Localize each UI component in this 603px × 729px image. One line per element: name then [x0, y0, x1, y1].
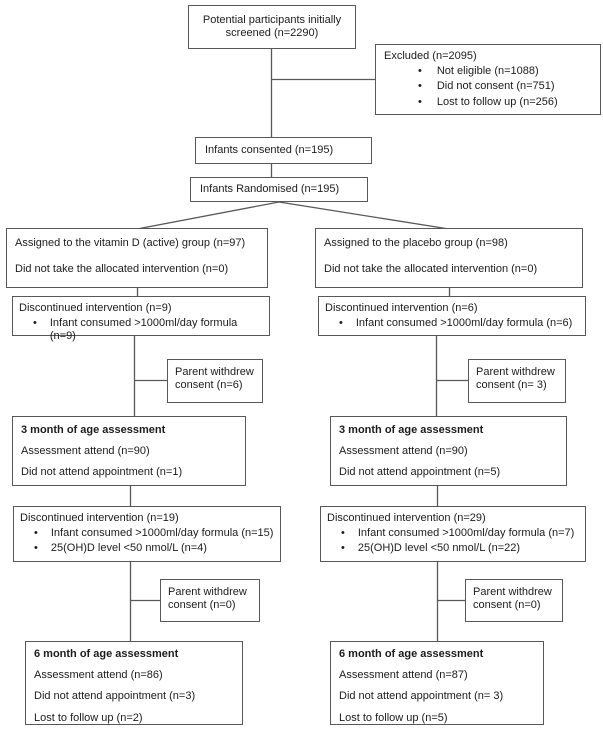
list-item: • Did not consent (n=751) — [384, 80, 592, 93]
box-excluded-title: Excluded (n=2095) — [384, 50, 477, 62]
list-item: • Infant consumed >1000ml/day formula (n… — [20, 527, 274, 540]
withdrew-text: Parent withdrew consent (n=6) — [175, 366, 254, 392]
box-excluded: Excluded (n=2095) • Not eligible (n=1088… — [375, 44, 601, 115]
bullet-icon: • — [418, 80, 422, 93]
box-6-month-assessment-right: 6 month of age assessment Assessment att… — [330, 641, 544, 725]
list-item: • Infant consumed >1000ml/day formula (n… — [325, 317, 579, 330]
assessment-title: 3 month of age assessment — [21, 424, 166, 436]
box-3-month-assessment-left: 3 month of age assessment Assessment att… — [12, 416, 246, 486]
list-item: • 25(OH)D level <50 nmol/L (n=22) — [327, 542, 579, 555]
box-randomised-text: Infants Randomised (n=195) — [200, 182, 340, 195]
assessment-line: Assessment attend (n=90) — [21, 445, 150, 458]
discontinued-title: Discontinued intervention (n=29) — [327, 512, 486, 524]
list-item-text: 25(OH)D level <50 nmol/L (n=4) — [50, 542, 207, 555]
assessment-line: Did not attend appointment (n= 3) — [339, 690, 504, 703]
box-randomised: Infants Randomised (n=195) — [190, 177, 368, 202]
assessment-line: Did not attend appointment (n=3) — [34, 690, 196, 703]
box-assigned-vitamin-d: Assigned to the vitamin D (active) group… — [6, 228, 268, 288]
box-screened: Potential participants initially screene… — [188, 5, 356, 49]
list-item-text: 25(OH)D level <50 nmol/L (n=22) — [357, 542, 521, 555]
assigned-line: Did not take the allocated intervention … — [324, 263, 538, 276]
withdrew-text: Parent withdrew consent (n=0) — [473, 586, 552, 612]
assessment-title: 6 month of age assessment — [34, 648, 179, 660]
box-parent-withdrew-2-right: Parent withdrew consent (n=0) — [465, 579, 563, 622]
box-discontinued-2-right: Discontinued intervention (n=29) • Infan… — [320, 506, 586, 562]
list-item: • Lost to follow up (n=256) — [384, 96, 592, 109]
assessment-line: Lost to follow up (n=2) — [34, 711, 143, 724]
box-parent-withdrew-1-right: Parent withdrew consent (n= 3) — [468, 359, 566, 403]
assessment-line: Assessment attend (n=90) — [339, 445, 468, 458]
assigned-line: Did not take the allocated intervention … — [15, 263, 229, 276]
box-parent-withdrew-1-left: Parent withdrew consent (n=6) — [167, 359, 263, 403]
withdrew-text: Parent withdrew consent (n= 3) — [476, 366, 555, 392]
bullet-icon: • — [33, 317, 37, 330]
assigned-line: Assigned to the vitamin D (active) group… — [15, 237, 246, 249]
assessment-title: 3 month of age assessment — [339, 424, 484, 436]
assessment-line: Assessment attend (n=86) — [34, 669, 163, 682]
assessment-line: Assessment attend (n=87) — [339, 669, 468, 682]
list-item-text: Infant consumed >1000ml/day formula (n=1… — [50, 527, 274, 540]
assessment-line: Lost to follow up (n=5) — [339, 711, 448, 724]
box-screened-text: Potential participants initially screene… — [202, 13, 342, 39]
bullet-icon: • — [418, 95, 422, 108]
box-assigned-placebo: Assigned to the placebo group (n=98) Did… — [315, 228, 583, 288]
assessment-line: Did not attend appointment (n=1) — [21, 466, 183, 479]
withdrew-text: Parent withdrew consent (n=0) — [168, 586, 247, 612]
line-split-left — [136, 201, 280, 230]
discontinued-title: Discontinued intervention (n=19) — [20, 512, 179, 524]
bullet-icon: • — [34, 542, 38, 555]
list-item: • Infant consumed >1000ml/day formula (n… — [19, 317, 263, 343]
discontinued-title: Discontinued intervention (n=9) — [19, 302, 172, 314]
list-item: • Infant consumed >1000ml/day formula (n… — [327, 527, 579, 540]
assessment-title: 6 month of age assessment — [339, 648, 484, 660]
assigned-line: Assigned to the placebo group (n=98) — [324, 237, 508, 249]
bullet-icon: • — [34, 527, 38, 540]
list-item: • 25(OH)D level <50 nmol/L (n=4) — [20, 542, 274, 555]
box-3-month-assessment-right: 3 month of age assessment Assessment att… — [330, 416, 567, 486]
box-discontinued-2-left: Discontinued intervention (n=19) • Infan… — [13, 506, 281, 562]
box-parent-withdrew-2-left: Parent withdrew consent (n=0) — [160, 579, 260, 622]
list-item-text: Not eligible (n=1088) — [436, 65, 539, 78]
box-6-month-assessment-left: 6 month of age assessment Assessment att… — [25, 641, 243, 725]
list-item: • Not eligible (n=1088) — [384, 65, 592, 78]
line-split-right — [278, 201, 450, 230]
box-consented: Infants consented (n=195) — [195, 137, 372, 164]
bullet-icon: • — [341, 542, 345, 555]
bullet-icon: • — [339, 317, 343, 330]
list-item-text: Lost to follow up (n=256) — [436, 95, 558, 108]
list-item-text: Infant consumed >1000ml/day formula (n=7… — [357, 527, 575, 540]
box-discontinued-1-right: Discontinued intervention (n=6) • Infant… — [318, 296, 586, 336]
box-consented-text: Infants consented (n=195) — [205, 143, 334, 156]
list-item-text: Infant consumed >1000ml/day formula (n=9… — [49, 317, 238, 343]
bullet-icon: • — [418, 65, 422, 78]
discontinued-title: Discontinued intervention (n=6) — [325, 302, 478, 314]
list-item-text: Infant consumed >1000ml/day formula (n=6… — [355, 317, 573, 330]
box-discontinued-1-left: Discontinued intervention (n=9) • Infant… — [12, 296, 270, 342]
list-item-text: Did not consent (n=751) — [436, 80, 555, 93]
bullet-icon: • — [341, 527, 345, 540]
assessment-line: Did not attend appointment (n=5) — [339, 466, 501, 479]
